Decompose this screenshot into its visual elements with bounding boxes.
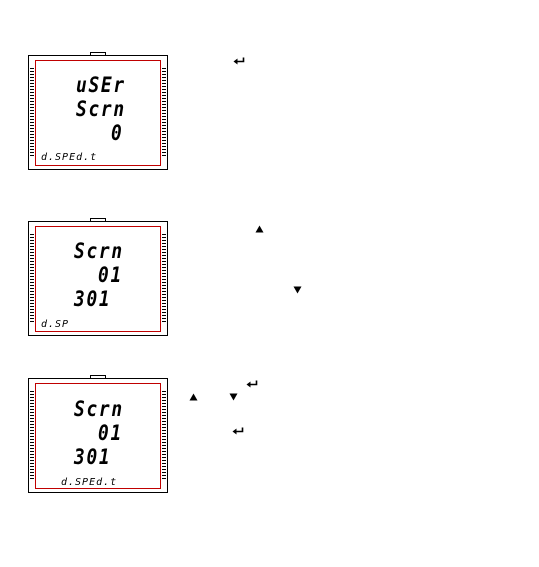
lcd-line-3: 301 (74, 447, 111, 468)
meter-display-edit-mode: uSEr Scrn 0 d.SPEd.t (28, 55, 168, 171)
lcd-footer: d.SPEd.t (61, 478, 117, 488)
bezel-ribs-right (162, 234, 166, 322)
bezel-ribs-left (30, 234, 34, 322)
down-arrow-key-icon (293, 286, 302, 294)
meter-bezel: Scrn 01 301 d.SPEd.t (28, 378, 168, 493)
enter-key-icon (233, 57, 245, 66)
enter-key-icon (246, 380, 258, 389)
lcd-line-2: Scrn (76, 99, 126, 120)
lcd-line-1: uSEr (76, 75, 126, 96)
meter-bezel: Scrn 01 301 d.SP (28, 221, 168, 336)
lcd-line-1: Scrn (74, 399, 124, 420)
lcd-screen: uSEr Scrn 0 d.SPEd.t (35, 60, 161, 166)
lcd-line-3: 0 (111, 123, 123, 144)
meter-bezel: uSEr Scrn 0 d.SPEd.t (28, 55, 168, 170)
lcd-line-2: 01 (98, 423, 123, 444)
lcd-line-1: Scrn (74, 241, 124, 262)
bezel-ribs-right (162, 391, 166, 479)
bezel-ribs-left (30, 391, 34, 479)
meter-display-view-mode: Scrn 01 301 d.SP (28, 221, 168, 337)
lcd-screen: Scrn 01 301 d.SPEd.t (35, 383, 161, 489)
lcd-line-3: 301 (74, 289, 111, 310)
meter-display-edit-mode-2: Scrn 01 301 d.SPEd.t (28, 378, 168, 494)
bezel-ribs-right (162, 68, 166, 156)
lcd-line-2: 01 (98, 265, 123, 286)
lcd-screen: Scrn 01 301 d.SP (35, 226, 161, 332)
lcd-footer: d.SP (41, 320, 69, 330)
enter-key-icon (232, 427, 244, 436)
down-arrow-key-icon (229, 393, 238, 401)
lcd-footer: d.SPEd.t (41, 153, 97, 163)
up-arrow-key-icon (189, 393, 198, 401)
up-arrow-key-icon (255, 225, 264, 233)
bezel-ribs-left (30, 68, 34, 156)
